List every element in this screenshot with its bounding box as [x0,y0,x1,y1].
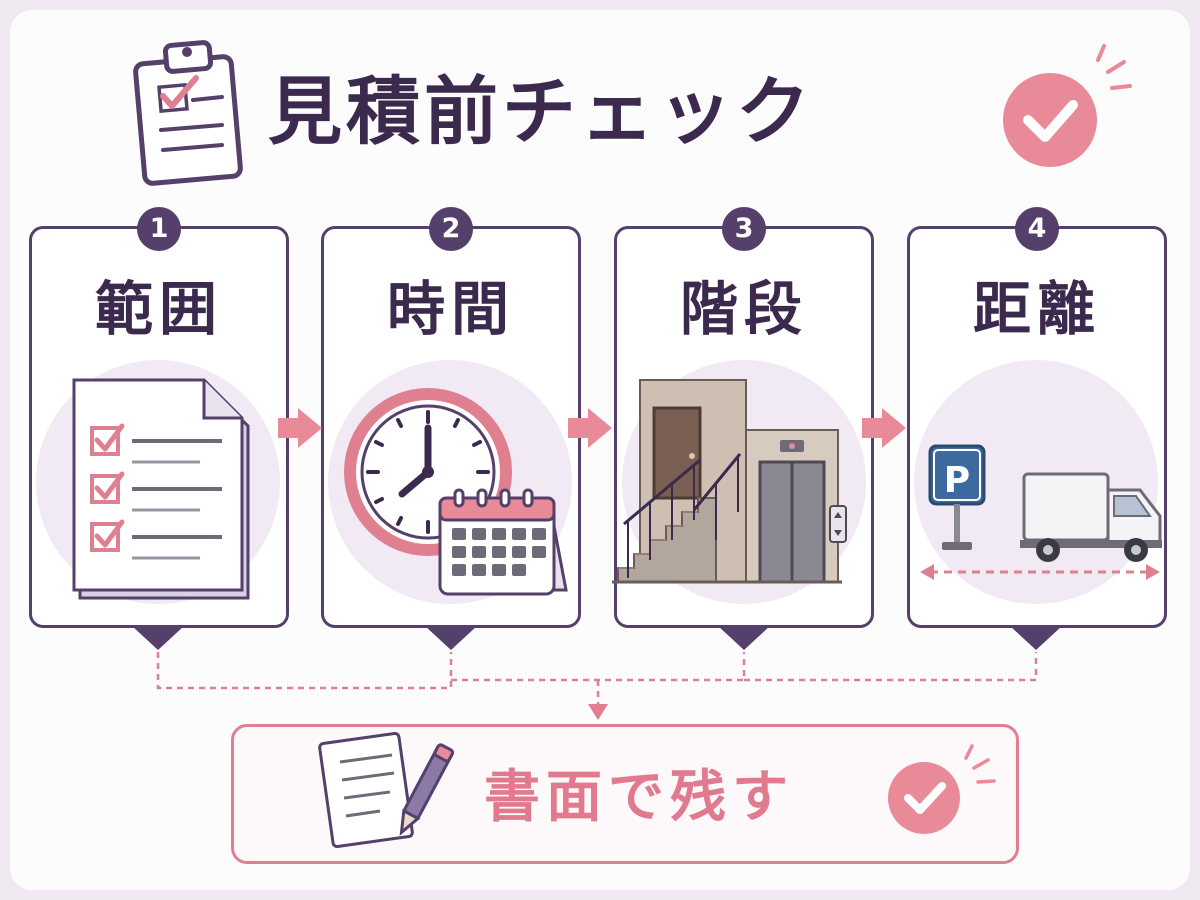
checklist-document-icon [72,378,250,600]
document-pen-icon [318,731,455,849]
clipboard-check-icon [133,40,243,186]
step-number-1: 1 [137,207,181,251]
step-label-4: 距離 [972,275,1101,343]
step-number-4: 4 [1015,207,1059,251]
result-label: 書面で残す [484,765,794,830]
result-check-circle-icon [888,744,996,834]
parking-sign-text: P [944,460,970,501]
card-pointer-4 [1010,626,1062,650]
clock-calendar-icon [344,388,568,596]
result-arrow [588,704,608,720]
check-circle-icon [1003,44,1132,167]
step-number-2: 2 [429,207,473,251]
connector-arrow-1-2 [278,408,322,448]
convergence-lines [156,652,1038,706]
parking-truck-distance-icon: P [920,444,1162,580]
page-title: 見積前チェック [268,69,814,155]
step-label-1: 範囲 [94,275,223,343]
stairs-elevator-icon [612,379,847,584]
step-number-3: 3 [722,207,766,251]
step-label-3: 階段 [679,275,808,343]
connector-arrow-2-3 [568,408,612,448]
step-label-2: 時間 [386,275,515,343]
card-pointer-2 [425,626,477,650]
card-pointer-3 [718,626,770,650]
connector-arrow-3-4 [862,408,906,448]
card-pointer-1 [132,626,184,650]
